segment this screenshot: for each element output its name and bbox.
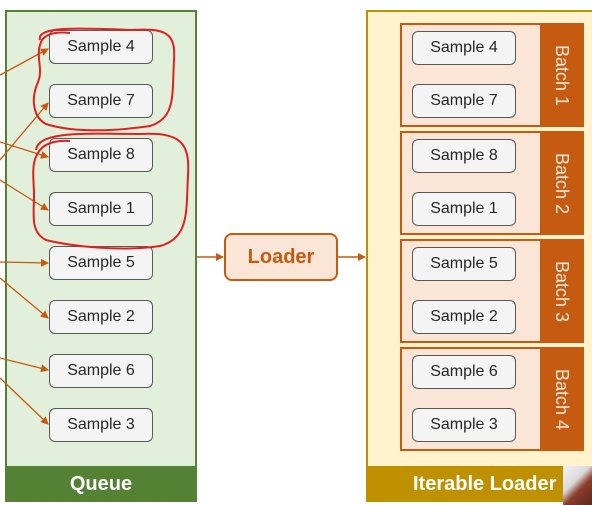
batch-sample-label: Sample 4 — [430, 39, 498, 56]
queue-sample-label: Sample 5 — [67, 254, 135, 271]
batch-sample-box: Sample 7 — [412, 84, 516, 118]
queue-footer: Queue — [5, 466, 197, 502]
red-annotation-loop — [32, 132, 190, 250]
batch-label-tab: Batch 1 — [540, 23, 584, 127]
queue-sample-box: Sample 2 — [49, 300, 153, 334]
batch-sample-box: Sample 8 — [412, 139, 516, 173]
batch-label-tab: Batch 2 — [540, 131, 584, 235]
queue-sample-box: Sample 3 — [49, 408, 153, 442]
presenter-thumbnail — [563, 466, 592, 505]
batch-sample-box: Sample 5 — [412, 247, 516, 281]
batch-label-tab: Batch 3 — [540, 239, 584, 343]
queue-sample-box: Sample 7 — [49, 84, 153, 118]
incoming-arrow — [0, 179, 49, 211]
queue-sample-box: Sample 4 — [49, 30, 153, 64]
queue-sample-label: Sample 8 — [67, 146, 135, 163]
queue-sample-label: Sample 4 — [67, 38, 135, 55]
queue-sample-label: Sample 2 — [67, 308, 135, 325]
batch-sample-label: Sample 5 — [430, 255, 498, 272]
queue-sample-box: Sample 5 — [49, 246, 153, 280]
queue-sample-box: Sample 6 — [49, 354, 153, 388]
batch-sample-label: Sample 6 — [430, 363, 498, 380]
iterable-loader-footer-label: Iterable Loader — [413, 472, 557, 495]
batch-sample-box: Sample 1 — [412, 192, 516, 226]
batch-sample-box: Sample 6 — [412, 355, 516, 389]
queue-footer-label: Queue — [69, 472, 133, 495]
incoming-arrow — [0, 102, 49, 161]
loader-label: Loader — [247, 245, 315, 268]
incoming-arrow — [0, 141, 49, 159]
batch-sample-box: Sample 2 — [412, 300, 516, 334]
loader-box: Loader — [224, 233, 338, 281]
queue-sample-box: Sample 8 — [49, 138, 153, 172]
queue-sample-label: Sample 3 — [67, 416, 135, 433]
queue-sample-label: Sample 7 — [67, 92, 135, 109]
queue-sample-box: Sample 1 — [49, 192, 153, 226]
batch-sample-label: Sample 7 — [430, 92, 498, 109]
batch-sample-box: Sample 4 — [412, 31, 516, 65]
batch-sample-label: Sample 8 — [430, 147, 498, 164]
incoming-arrow — [0, 377, 49, 425]
incoming-arrow — [0, 357, 49, 373]
batch-sample-label: Sample 3 — [430, 416, 498, 433]
incoming-arrow — [0, 48, 49, 76]
batch-sample-label: Sample 1 — [430, 200, 498, 217]
incoming-arrow — [0, 258, 49, 267]
incoming-arrow — [0, 277, 49, 319]
batch-label-tab: Batch 4 — [540, 347, 584, 451]
iterable-loader-footer: Iterable Loader — [366, 466, 592, 502]
batch-sample-box: Sample 3 — [412, 408, 516, 442]
queue-sample-label: Sample 6 — [67, 362, 135, 379]
queue-sample-label: Sample 1 — [67, 200, 135, 217]
red-annotation-loop — [32, 27, 176, 132]
batch-sample-label: Sample 2 — [430, 308, 498, 325]
